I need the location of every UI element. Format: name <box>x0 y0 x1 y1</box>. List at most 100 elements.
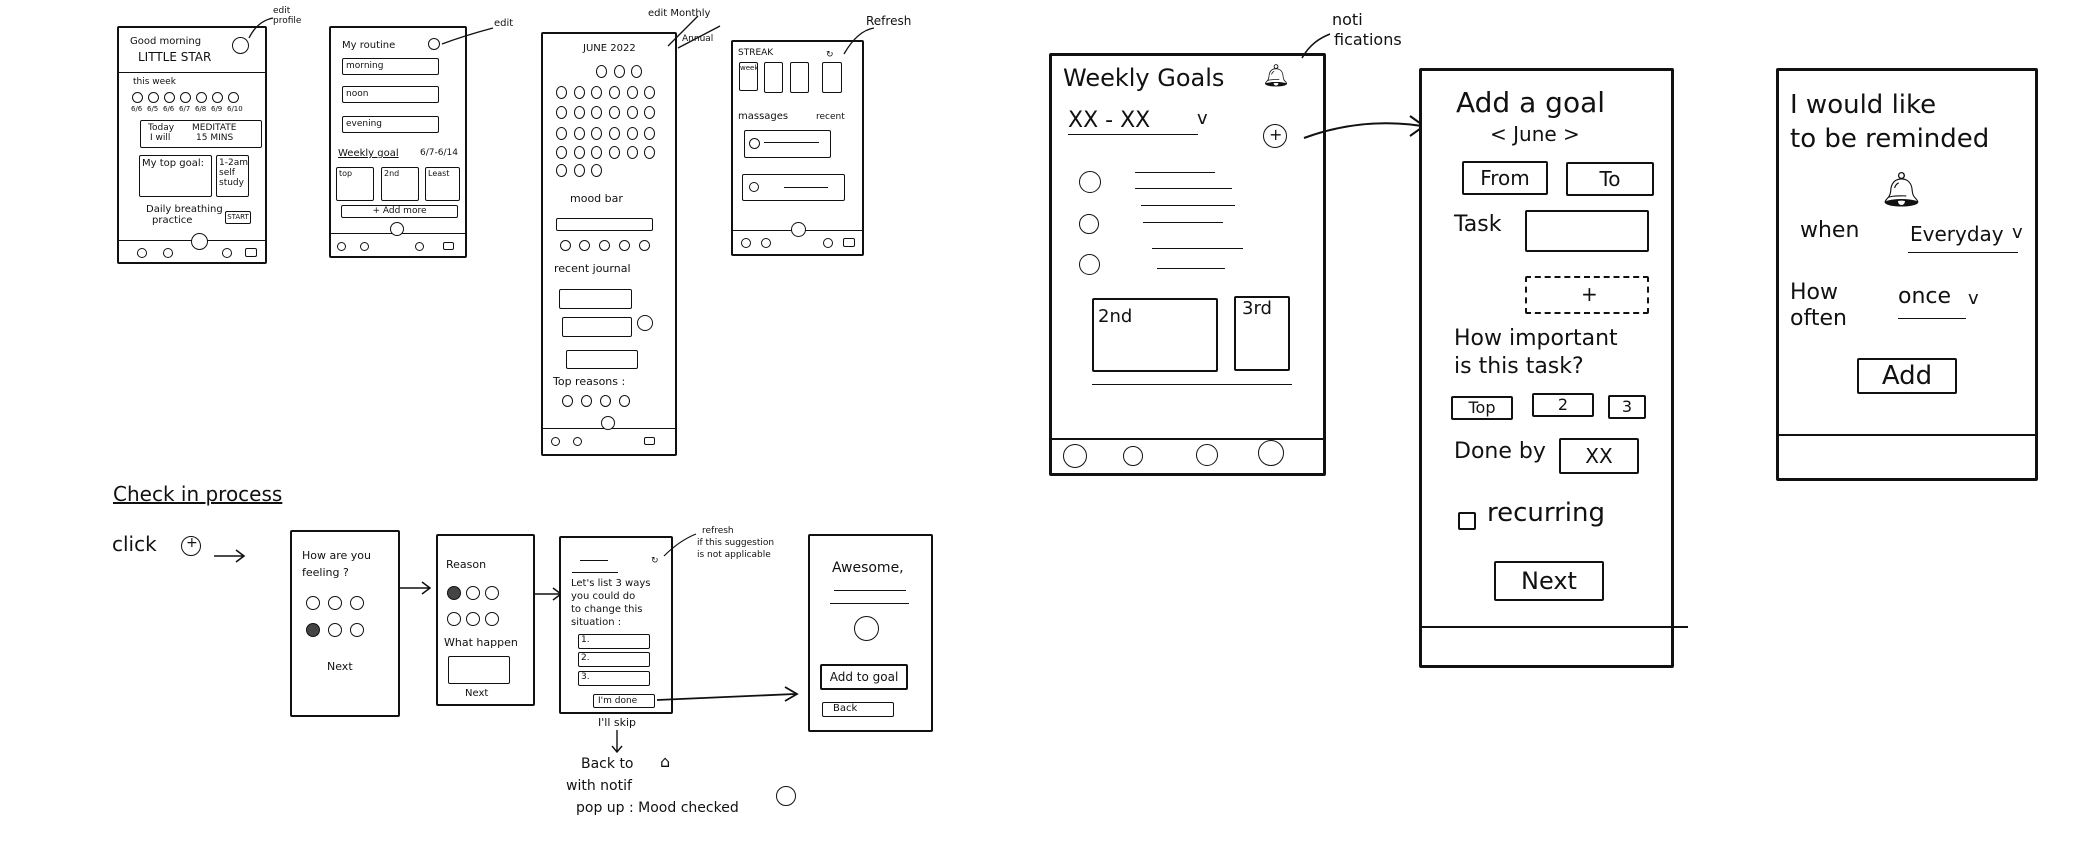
what-happen-input[interactable] <box>448 656 510 684</box>
goal-card-3rd[interactable] <box>1234 296 1290 371</box>
refresh-icon[interactable]: ↻ <box>826 50 834 60</box>
calendar-day[interactable] <box>556 106 567 119</box>
week-day-circle[interactable] <box>228 92 239 103</box>
home-nav-icon[interactable] <box>551 437 560 446</box>
done-by-input[interactable]: XX <box>1559 438 1639 474</box>
calendar-day[interactable] <box>644 106 655 119</box>
mood-bar[interactable] <box>556 218 653 231</box>
chat-nav-icon[interactable] <box>644 437 655 445</box>
calendar-day[interactable] <box>591 106 602 119</box>
calendar-day[interactable] <box>644 146 655 159</box>
chat-nav-icon[interactable] <box>245 248 257 257</box>
side-goal-card[interactable] <box>216 155 249 197</box>
priority-3[interactable]: 3 <box>1608 395 1646 419</box>
week-day-circle[interactable] <box>132 92 143 103</box>
reason-option[interactable] <box>447 612 461 626</box>
how-often-dropdown[interactable]: once <box>1898 284 1952 309</box>
goal-check-1[interactable] <box>1079 171 1101 193</box>
calendar-day[interactable] <box>609 86 620 99</box>
calendar-day[interactable] <box>574 86 585 99</box>
streak-card-4[interactable] <box>822 62 842 93</box>
task-input[interactable] <box>1525 210 1649 252</box>
calendar-day[interactable] <box>627 106 638 119</box>
nav-icon-2[interactable] <box>1123 446 1143 466</box>
calendar-day[interactable] <box>574 164 585 177</box>
calendar-day[interactable] <box>627 127 638 140</box>
goal-card-2nd[interactable] <box>1092 298 1218 372</box>
add-button[interactable]: Add <box>1857 358 1957 394</box>
week-range-selector[interactable]: XX - XX <box>1068 108 1151 133</box>
add-goal-icon[interactable] <box>1263 124 1287 148</box>
rank-2nd-card[interactable] <box>381 167 419 201</box>
to-button[interactable]: To <box>1566 162 1654 196</box>
next-link-1[interactable]: Next <box>327 660 353 673</box>
home-nav-icon[interactable] <box>741 238 751 248</box>
profile-nav-icon[interactable] <box>415 242 424 251</box>
goal-check-2[interactable] <box>1079 214 1099 234</box>
priority-top[interactable]: Top <box>1451 396 1513 420</box>
nav-icon-1[interactable] <box>1063 444 1087 468</box>
nav-icon-3[interactable] <box>1196 444 1218 466</box>
week-day-circle[interactable] <box>164 92 175 103</box>
back-button[interactable]: Back <box>822 702 894 717</box>
month-selector[interactable]: < June > <box>1490 122 1580 146</box>
top-goal-card[interactable] <box>139 155 212 197</box>
calendar-day[interactable] <box>609 127 620 140</box>
calendar-day[interactable] <box>574 127 585 140</box>
add-checkin-icon[interactable] <box>191 233 208 250</box>
chevron-down-icon[interactable]: v <box>1197 108 1208 129</box>
suggestion-input-1[interactable]: 1. <box>578 634 650 649</box>
calendar-day[interactable] <box>596 65 607 78</box>
chevron-down-icon[interactable]: v <box>1968 288 1979 309</box>
recurring-checkbox[interactable] <box>1458 512 1476 530</box>
reason-option[interactable] <box>466 586 480 600</box>
profile-nav-icon[interactable] <box>222 248 232 258</box>
calendar-day[interactable] <box>627 146 638 159</box>
progress-nav-icon[interactable] <box>163 248 173 258</box>
nav-icon-4[interactable] <box>1258 440 1284 466</box>
calendar-day[interactable] <box>614 65 625 78</box>
journal-entry-3[interactable] <box>566 350 638 369</box>
calendar-day[interactable] <box>591 164 602 177</box>
add-checkin-icon[interactable] <box>601 416 615 430</box>
from-button[interactable]: From <box>1462 161 1548 195</box>
week-day-circle[interactable] <box>196 92 207 103</box>
done-button[interactable]: I'm done <box>593 694 655 708</box>
calendar-day[interactable] <box>644 86 655 99</box>
suggestion-input-2[interactable]: 2. <box>578 652 650 667</box>
suggestion-input-3[interactable]: 3. <box>578 671 650 686</box>
rank-least-card[interactable] <box>425 167 460 201</box>
week-day-circle[interactable] <box>180 92 191 103</box>
chevron-down-icon[interactable]: v <box>2012 222 2023 243</box>
calendar-day[interactable] <box>556 146 567 159</box>
feeling-option[interactable] <box>306 596 320 610</box>
calendar-day[interactable] <box>609 106 620 119</box>
calendar-day[interactable] <box>556 164 567 177</box>
add-checkin-icon[interactable] <box>390 222 404 236</box>
calendar-day[interactable] <box>556 86 567 99</box>
slot-evening[interactable] <box>342 116 439 133</box>
calendar-day[interactable] <box>591 127 602 140</box>
journal-next-icon[interactable] <box>637 315 653 331</box>
add-more-button[interactable]: + Add more <box>341 205 458 218</box>
next-link-2[interactable]: Next <box>465 688 489 699</box>
calendar-day[interactable] <box>591 86 602 99</box>
next-button[interactable]: Next <box>1494 561 1604 601</box>
reason-option[interactable] <box>485 612 499 626</box>
rank-top-card[interactable] <box>336 167 374 201</box>
calendar-day[interactable] <box>644 127 655 140</box>
when-dropdown[interactable]: Everyday <box>1910 222 2004 246</box>
goal-check-3[interactable] <box>1079 254 1100 275</box>
calendar-day[interactable] <box>631 65 642 78</box>
feeling-option[interactable] <box>350 596 364 610</box>
calendar-day[interactable] <box>556 127 567 140</box>
feeling-option[interactable] <box>306 623 320 637</box>
slot-noon[interactable] <box>342 86 439 103</box>
streak-card-1[interactable] <box>739 62 758 91</box>
journal-entry-1[interactable] <box>559 289 632 309</box>
progress-nav-icon[interactable] <box>360 242 369 251</box>
calendar-day[interactable] <box>574 146 585 159</box>
streak-card-2[interactable] <box>764 62 783 93</box>
add-task-button[interactable] <box>1525 276 1649 314</box>
profile-avatar[interactable] <box>232 37 249 54</box>
